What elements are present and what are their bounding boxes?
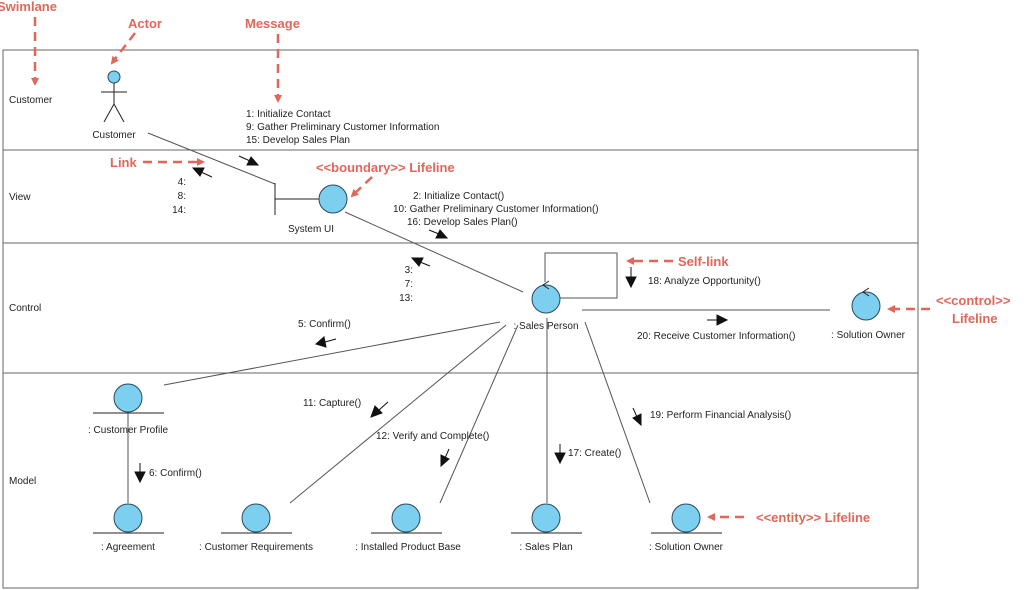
installed-product-base-entity-lifeline[interactable]: : Installed Product Base xyxy=(355,503,461,553)
link-sales-person-installed-product-base[interactable] xyxy=(439,324,519,504)
annotation-labels: Swimlane Actor Message Link <<boundary>>… xyxy=(0,0,1011,525)
annotation-message: Message xyxy=(245,16,300,31)
boundary-icon xyxy=(274,183,319,215)
system-ui-boundary-lifeline[interactable]: System UI xyxy=(274,183,348,235)
annotation-control-lifeline-2: Lifeline xyxy=(952,311,998,326)
swimlane-view-label: View xyxy=(9,192,31,203)
message-ui-to-customer-1: 4: xyxy=(178,177,186,188)
installed-product-base-label: : Installed Product Base xyxy=(355,542,461,553)
self-link[interactable] xyxy=(544,252,618,299)
message-labels: 1: Initialize Contact 9: Gather Prelimin… xyxy=(149,109,795,479)
arrow-create-icon xyxy=(554,444,566,465)
arrow-capture-icon xyxy=(370,401,389,418)
message-sales-to-ui-3: 13: xyxy=(399,293,413,304)
arrow-sales-to-ui-icon xyxy=(410,257,431,267)
customer-requirements-label: : Customer Requirements xyxy=(199,542,313,553)
customer-actor-label: Customer xyxy=(92,130,136,141)
message-financial: 19: Perform Financial Analysis() xyxy=(650,410,791,421)
annotation-entity-lifeline: <<entity>> Lifeline xyxy=(756,510,870,525)
arrow-ui-to-sales-icon xyxy=(428,229,449,239)
annotation-link: Link xyxy=(110,155,137,170)
message-ui-to-customer-2: 8: xyxy=(178,191,186,202)
message-ui-to-customer-3: 14: xyxy=(172,205,186,216)
arrow-self-icon xyxy=(625,267,637,289)
message-receive: 20: Receive Customer Information() xyxy=(637,331,795,342)
arrow-receive-icon xyxy=(707,314,729,326)
entity-circle-icon xyxy=(531,503,561,533)
link-system-ui-sales-person[interactable] xyxy=(344,211,524,293)
annotation-self-link: Self-link xyxy=(678,254,729,269)
message-customer-to-ui-1: 1: Initialize Contact xyxy=(246,109,331,120)
customer-profile-label: : Customer Profile xyxy=(88,425,168,436)
sales-plan-label: : Sales Plan xyxy=(519,542,572,553)
arrow-customer-to-ui-icon xyxy=(238,155,260,166)
message-create: 17: Create() xyxy=(568,448,621,459)
arrow-ui-to-customer-icon xyxy=(191,167,213,178)
message-verify: 12: Verify and Complete() xyxy=(376,431,489,442)
control-circle-icon xyxy=(851,291,881,321)
message-sales-to-ui-2: 7: xyxy=(405,279,413,290)
arrow-confirm-6-icon xyxy=(134,463,146,484)
solution-owner-control-label: : Solution Owner xyxy=(831,330,906,341)
system-ui-label: System UI xyxy=(288,224,334,235)
message-confirm-5: 5: Confirm() xyxy=(298,319,351,330)
link-sales-person-solution-owner-entity[interactable] xyxy=(584,321,651,504)
sales-plan-entity-lifeline[interactable]: : Sales Plan xyxy=(511,503,582,553)
control-arrow-icon xyxy=(542,280,550,290)
entity-circle-icon xyxy=(671,503,701,533)
swimlane-model-label: Model xyxy=(9,476,36,487)
actor-pointer xyxy=(110,32,136,65)
solution-owner-control-lifeline[interactable]: : Solution Owner xyxy=(831,287,906,341)
control-arrow-icon xyxy=(862,287,870,297)
arrow-confirm-5-icon xyxy=(314,336,337,348)
message-sales-to-ui-1: 3: xyxy=(405,265,413,276)
link-customer-system-ui[interactable] xyxy=(147,132,276,185)
swimlane-control-label: Control xyxy=(9,303,41,314)
customer-profile-entity-lifeline[interactable]: : Customer Profile xyxy=(88,383,168,436)
customer-actor[interactable]: Customer xyxy=(92,70,136,141)
arrow-financial-icon xyxy=(632,407,642,427)
message-customer-to-ui-3: 15: Develop Sales Plan xyxy=(246,135,350,146)
solution-owner-entity-label: : Solution Owner xyxy=(649,542,724,553)
message-capture: 11: Capture() xyxy=(303,398,361,409)
actor-head-icon xyxy=(107,70,121,84)
message-arrows xyxy=(134,155,729,484)
message-confirm-6: 6: Confirm() xyxy=(149,468,202,479)
arrow-verify-icon xyxy=(440,448,450,468)
entity-circle-icon xyxy=(113,503,143,533)
links xyxy=(127,132,830,504)
boundary-circle-icon xyxy=(318,184,348,214)
message-ui-to-sales-3: 16: Develop Sales Plan() xyxy=(407,217,518,228)
entity-circle-icon xyxy=(241,503,271,533)
solution-owner-entity-lifeline[interactable]: : Solution Owner xyxy=(649,503,724,553)
customer-requirements-entity-lifeline[interactable]: : Customer Requirements xyxy=(199,503,313,553)
annotation-actor: Actor xyxy=(128,16,162,31)
entity-circle-icon xyxy=(391,503,421,533)
message-self-link: 18: Analyze Opportunity() xyxy=(648,276,761,287)
annotation-pointers xyxy=(31,17,930,521)
annotation-boundary-lifeline: <<boundary>> Lifeline xyxy=(316,160,455,175)
boundary-pointer xyxy=(350,176,373,198)
message-customer-to-ui-2: 9: Gather Preliminary Customer Informati… xyxy=(246,122,439,133)
annotation-control-lifeline-1: <<control>> xyxy=(936,293,1011,308)
swimlane-customer-label: Customer xyxy=(9,95,53,106)
entity-circle-icon xyxy=(113,383,143,413)
agreement-entity-lifeline[interactable]: : Agreement xyxy=(93,503,164,553)
actor-figure-icon xyxy=(101,83,127,123)
agreement-label: : Agreement xyxy=(101,542,155,553)
link-sales-person-customer-requirements[interactable] xyxy=(289,324,507,504)
sales-person-control-lifeline[interactable]: : Sales Person xyxy=(513,280,579,332)
message-ui-to-sales-2: 10: Gather Preliminary Customer Informat… xyxy=(393,204,599,215)
message-ui-to-sales-1: 2: Initialize Contact() xyxy=(413,191,504,202)
swimlane-frame xyxy=(2,49,919,589)
control-circle-icon xyxy=(531,284,561,314)
link-sales-person-customer-profile[interactable] xyxy=(163,321,501,386)
sales-person-label: : Sales Person xyxy=(513,321,578,332)
annotation-swimlane: Swimlane xyxy=(0,0,57,14)
